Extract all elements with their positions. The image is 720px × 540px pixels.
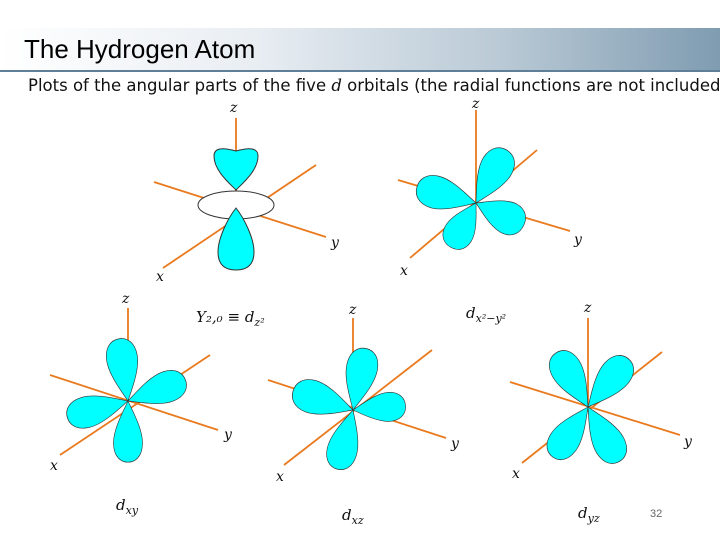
- x-axis-line: [409, 149, 538, 259]
- orbital-dx2-y2: z y x dx²−y²: [397, 96, 583, 325]
- label-prefix: Y₂,₀ ≡: [196, 308, 245, 326]
- x-axis-label: x: [50, 458, 58, 474]
- label-main: d: [245, 308, 255, 326]
- label-main: d: [116, 496, 126, 514]
- y-axis-label: y: [450, 436, 460, 452]
- page-number: 32: [650, 508, 663, 520]
- x-axis-label: x: [276, 469, 284, 485]
- label-main: d: [578, 504, 588, 522]
- y-axis-label: y: [683, 434, 693, 450]
- x-axis-label: x: [400, 263, 408, 279]
- z-axis-label: z: [229, 100, 238, 116]
- y-axis-label: y: [573, 232, 583, 248]
- slide-subtitle: Plots of the angular parts of the five d…: [28, 76, 720, 95]
- x-axis-label: x: [512, 466, 520, 482]
- label-sub: xy: [126, 504, 139, 517]
- x-axis-label: x: [156, 269, 164, 285]
- orbital-label-dxy: dxy: [116, 496, 139, 517]
- orbital-dz2: z y x Y₂,₀ ≡ dz²: [153, 100, 340, 329]
- orbital-label-dxz: dxz: [342, 506, 364, 527]
- subtitle-d: d: [331, 76, 342, 95]
- z-axis-label: z: [471, 96, 480, 112]
- orbital-dyz: z y x dyz: [509, 300, 693, 525]
- y-axis-line: [509, 381, 681, 436]
- subtitle-suffix: orbitals (the radial functions are not i…: [341, 76, 720, 95]
- y-axis-label: y: [223, 427, 233, 443]
- y-axis-line: [49, 374, 219, 431]
- orbital-label-dyz: dyz: [578, 504, 600, 525]
- z-axis-label: z: [583, 300, 592, 316]
- y-axis-label: y: [330, 235, 340, 251]
- orbital-dxz: z y x dxz: [267, 302, 460, 527]
- label-main: d: [342, 506, 352, 524]
- x-axis-line: [59, 354, 211, 456]
- x-axis-line: [521, 351, 663, 464]
- orbital-dxy: z y x dxy: [49, 291, 233, 517]
- dz2-upper-lobe: [213, 148, 259, 191]
- dz2-lower-lobe: [217, 207, 255, 271]
- orbital-label-dz2: Y₂,₀ ≡ dz²: [196, 308, 265, 329]
- orbital-label-dx2-y2: dx²−y²: [466, 304, 506, 325]
- title-bar: The Hydrogen Atom: [0, 28, 720, 72]
- label-sub: x²−y²: [476, 312, 506, 325]
- label-sub: z²: [253, 316, 264, 329]
- label-main: d: [466, 304, 476, 322]
- slide-title: The Hydrogen Atom: [24, 34, 256, 64]
- label-sub: xz: [352, 514, 364, 527]
- dxz-lobe-down: [322, 405, 368, 474]
- z-axis-label: z: [348, 302, 357, 318]
- title-rule: [0, 70, 720, 72]
- label-sub: yz: [587, 512, 600, 525]
- subtitle-prefix: Plots of the angular parts of the five: [28, 76, 332, 95]
- z-axis-label: z: [121, 291, 130, 307]
